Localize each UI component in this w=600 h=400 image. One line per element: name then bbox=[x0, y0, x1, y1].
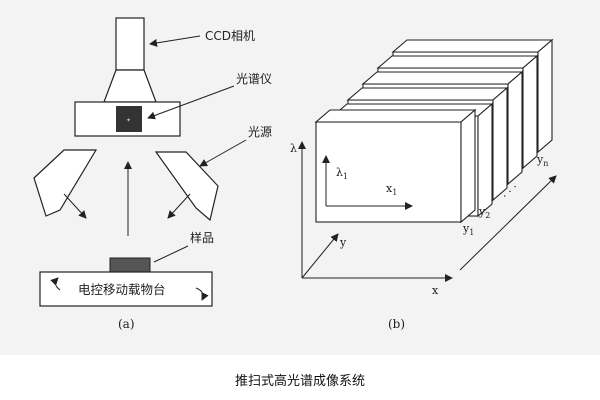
lambda-1-label: λ1 bbox=[336, 166, 348, 181]
y-2-label: y2 bbox=[478, 205, 490, 220]
panel-b: λ1 x1 λ x y y1 y2 · · · yn (b) bbox=[290, 38, 557, 331]
spectrometer-label: 光谱仪 bbox=[236, 72, 272, 86]
spectrometer-pointer bbox=[147, 85, 235, 120]
stage-motion-left bbox=[50, 277, 61, 291]
light-source-label: 光源 bbox=[248, 125, 272, 139]
sample-pointer bbox=[153, 245, 189, 263]
y-axis bbox=[301, 233, 339, 279]
panel-b-label: (b) bbox=[388, 317, 405, 331]
y-axis-label: y bbox=[339, 236, 347, 249]
x-1-label: x1 bbox=[386, 182, 397, 197]
figure-caption: 推扫式高光谱成像系统 bbox=[234, 374, 365, 389]
light-source-pointer bbox=[199, 139, 247, 167]
scan-direction-arrow bbox=[459, 175, 557, 271]
right-light-ray bbox=[167, 193, 191, 219]
spectrometer-slit bbox=[116, 106, 142, 132]
caption-strip bbox=[0, 355, 600, 400]
ccd-camera-body bbox=[115, 17, 145, 71]
x-axis-label: x bbox=[432, 284, 439, 297]
left-light-ray bbox=[63, 193, 87, 219]
y-n-label: yn bbox=[536, 153, 548, 168]
stage-motion-right bbox=[195, 287, 209, 301]
hypercube-slices bbox=[314, 38, 554, 224]
y-1-label: y1 bbox=[462, 222, 474, 237]
stage-label: 电控移动载物台 bbox=[78, 282, 166, 297]
panel-a: ✦ CCD相机 光谱仪 光源 样品 电控移动载物台 (a) bbox=[33, 17, 272, 331]
ccd-camera-label: CCD相机 bbox=[205, 29, 255, 43]
panel-a-label: (a) bbox=[118, 317, 135, 331]
camera-lens-cone bbox=[103, 69, 157, 103]
lambda-axis-label: λ bbox=[290, 142, 297, 155]
motorized-stage bbox=[39, 271, 213, 307]
left-light-source bbox=[33, 149, 98, 217]
svg-text:✦: ✦ bbox=[126, 117, 131, 124]
ccd-camera-pointer bbox=[149, 35, 201, 47]
sample-block bbox=[109, 257, 151, 273]
sample-label: 样品 bbox=[190, 230, 214, 245]
right-light-source bbox=[154, 151, 219, 222]
